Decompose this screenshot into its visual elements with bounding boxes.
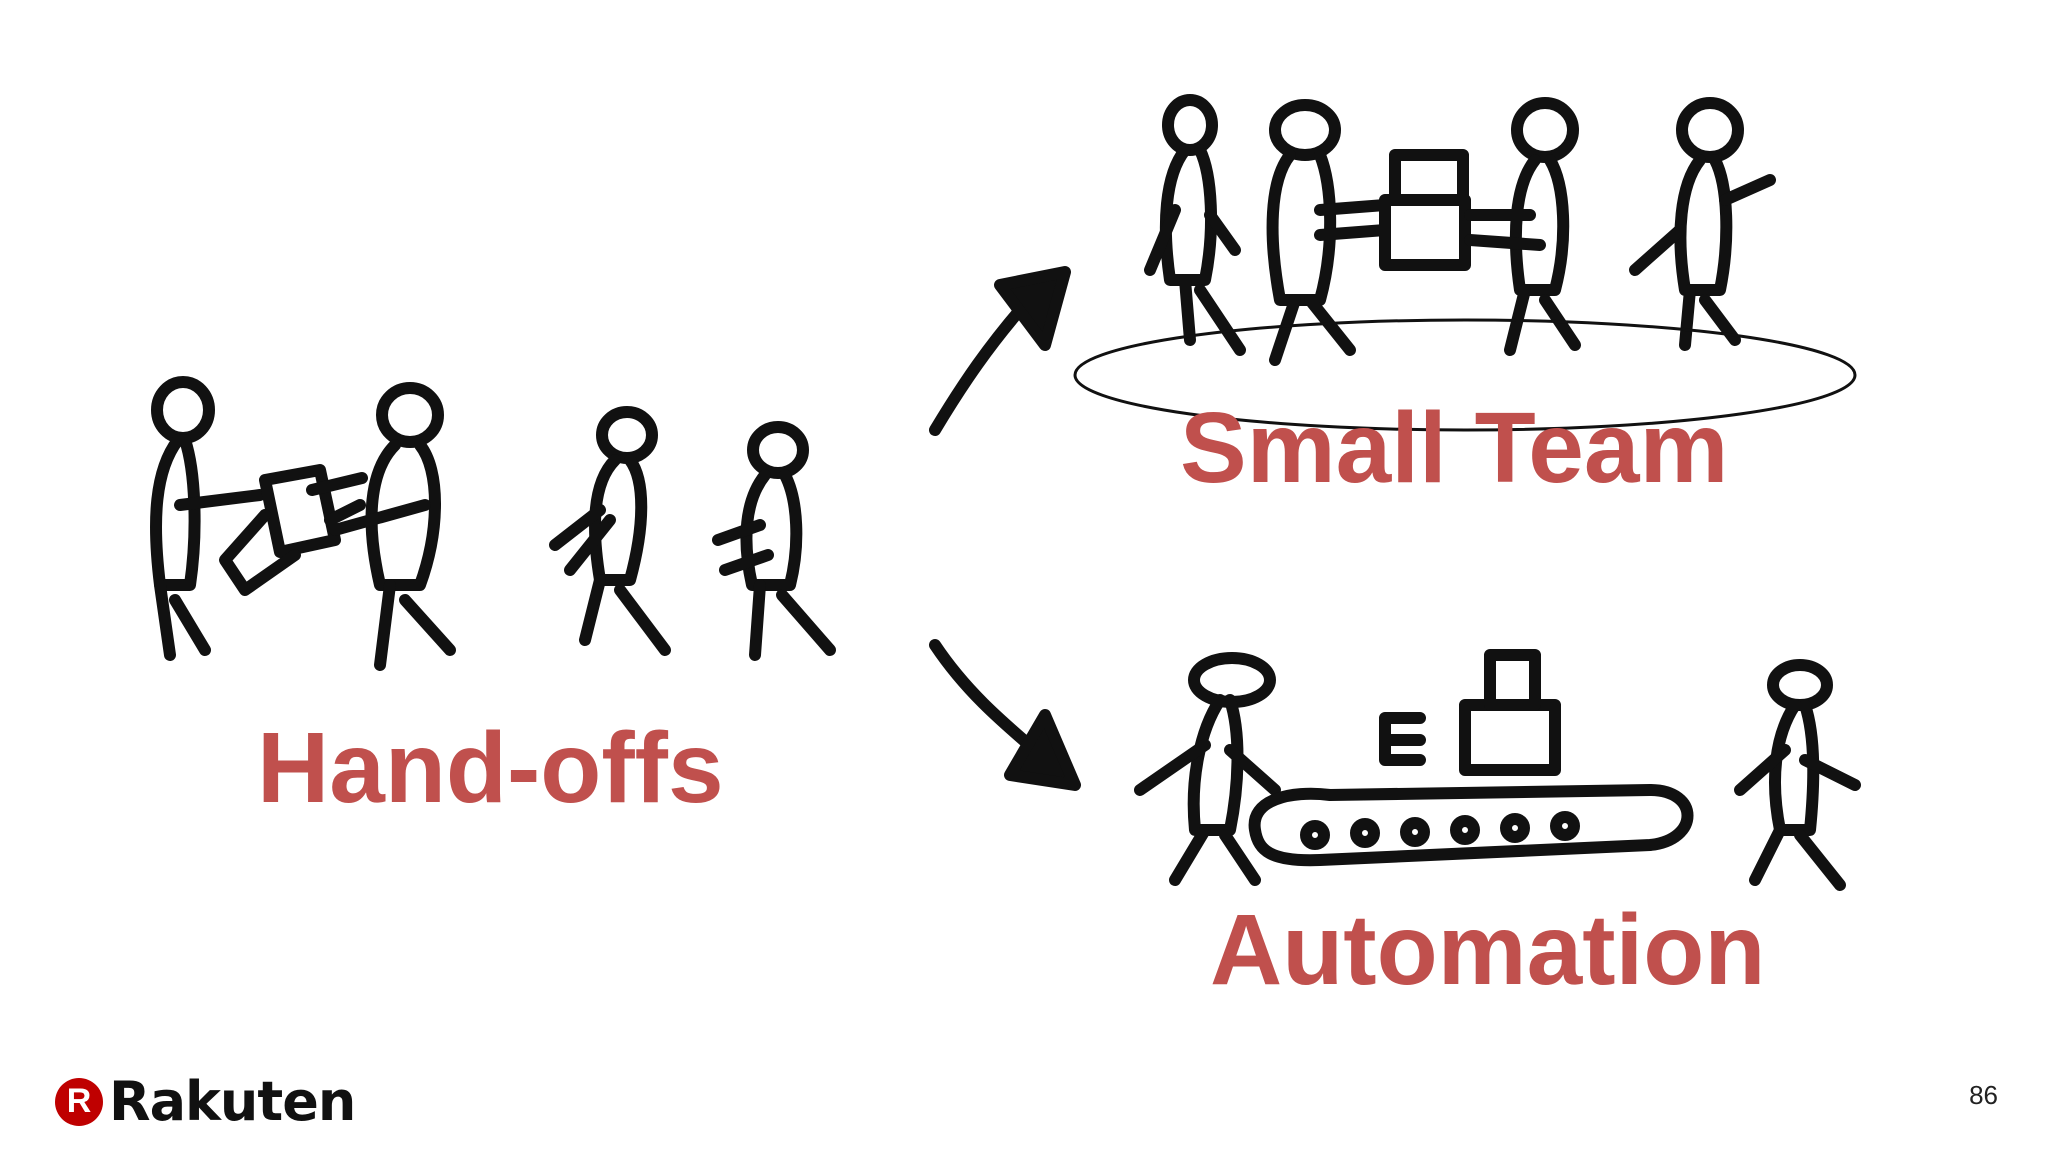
person-figure xyxy=(1740,665,1855,885)
stacked-boxes xyxy=(1385,155,1465,265)
conveyor-items xyxy=(1385,655,1555,770)
person-figure xyxy=(156,382,260,655)
person-figure xyxy=(718,427,830,655)
handoffs-figures xyxy=(156,382,830,665)
handoffs-label: Hand-offs xyxy=(257,718,724,818)
person-figure xyxy=(1470,103,1575,350)
person-figure xyxy=(555,412,665,650)
person-figure xyxy=(1150,100,1240,350)
page-number: 86 xyxy=(1969,1080,1998,1111)
automation-figures xyxy=(1140,655,1855,885)
arrow-up-icon xyxy=(935,272,1065,430)
person-figure xyxy=(1635,103,1770,345)
arrow-down-icon xyxy=(935,645,1075,785)
conveyor-belt xyxy=(1255,790,1688,860)
rakuten-logo: R Rakuten xyxy=(55,1070,355,1133)
person-figure xyxy=(312,388,450,665)
automation-label: Automation xyxy=(1210,900,1765,1000)
small-team-figures xyxy=(1075,100,1855,430)
small-team-label: Small Team xyxy=(1180,398,1728,498)
rakuten-r-icon: R xyxy=(55,1078,103,1126)
logo-text: Rakuten xyxy=(109,1070,355,1133)
